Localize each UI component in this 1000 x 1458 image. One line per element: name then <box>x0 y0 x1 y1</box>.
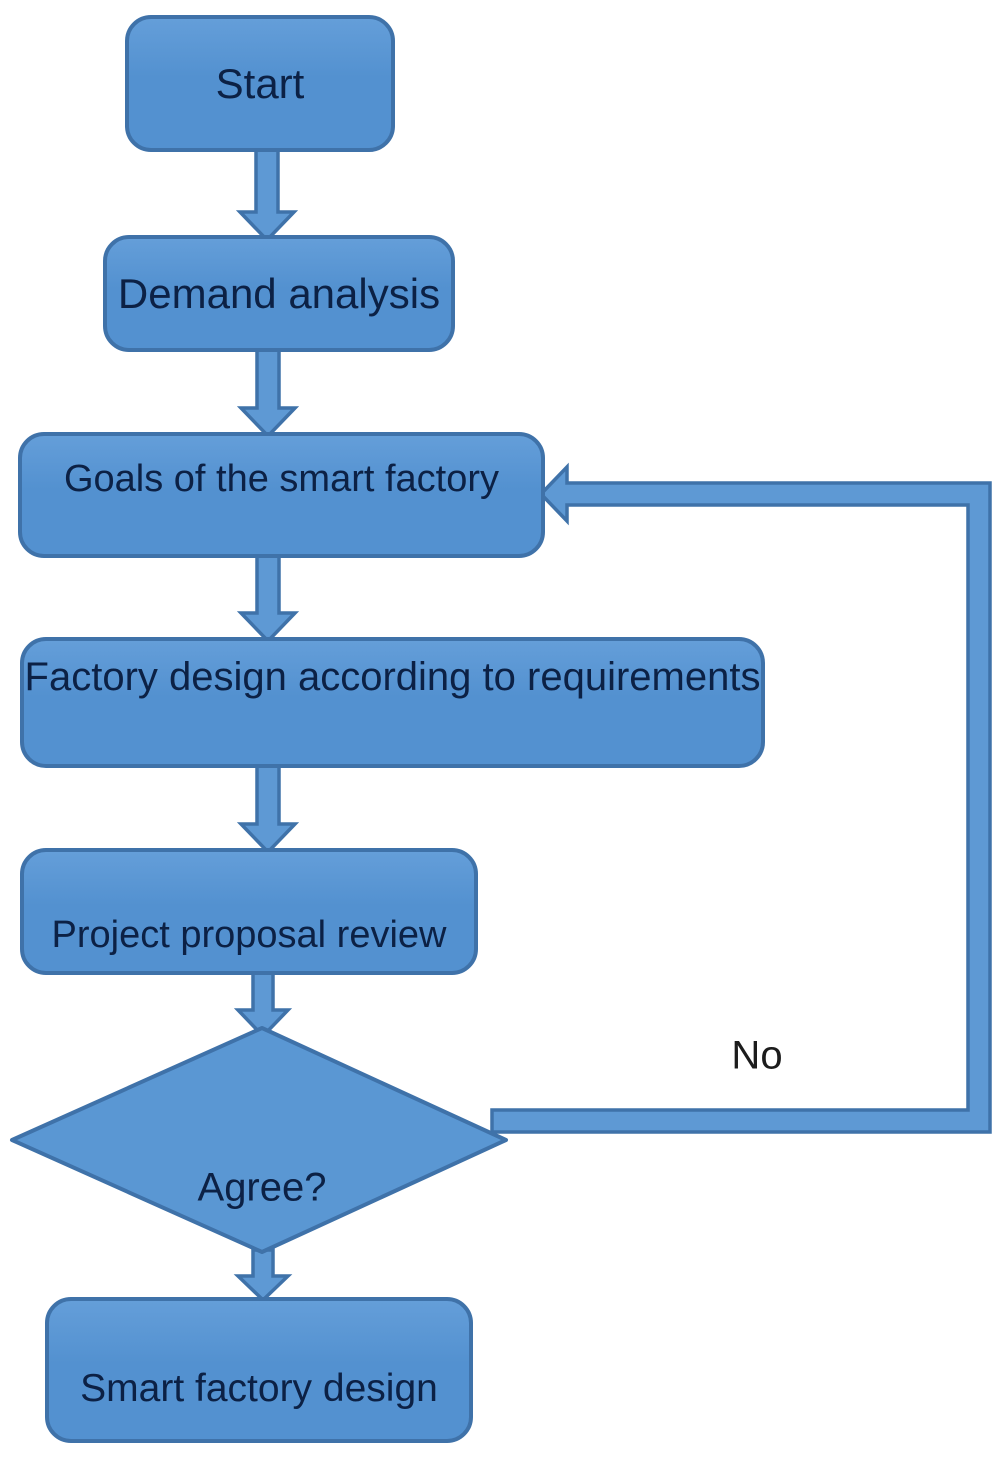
flow-arrow-agree-final <box>233 1248 293 1303</box>
node-start-label: Start <box>215 59 305 107</box>
decision-agree-label: Agree? <box>197 1165 327 1210</box>
flow-arrow-proposal-agree <box>233 971 293 1039</box>
node-smart-factory-design-label: Smart factory design <box>80 1367 438 1410</box>
node-factory-design-label: Factory design according to requirements <box>24 655 761 699</box>
node-start: Start <box>125 15 395 152</box>
flow-arrow-factory-proposal <box>236 764 300 855</box>
flow-arrow-start-demand <box>235 148 299 243</box>
node-goals-of-smart-factory: Goals of the smart factory <box>18 432 545 558</box>
flow-arrow-demand-goals <box>236 348 300 439</box>
node-goals-label: Goals of the smart factory <box>63 457 500 500</box>
node-project-proposal-review: Project proposal review <box>20 848 478 975</box>
node-smart-factory-design: Smart factory design <box>45 1297 473 1443</box>
edge-label-no: No <box>731 1033 783 1078</box>
node-proposal-review-label: Project proposal review <box>51 914 447 956</box>
node-demand-analysis: Demand analysis <box>103 235 455 352</box>
feedback-edge-no <box>490 462 992 1134</box>
flow-arrow-goals-factory <box>236 554 300 644</box>
decision-diamond-agree <box>10 1026 508 1254</box>
node-factory-design: Factory design according to requirements <box>20 637 765 768</box>
node-demand-analysis-label: Demand analysis <box>117 269 441 317</box>
